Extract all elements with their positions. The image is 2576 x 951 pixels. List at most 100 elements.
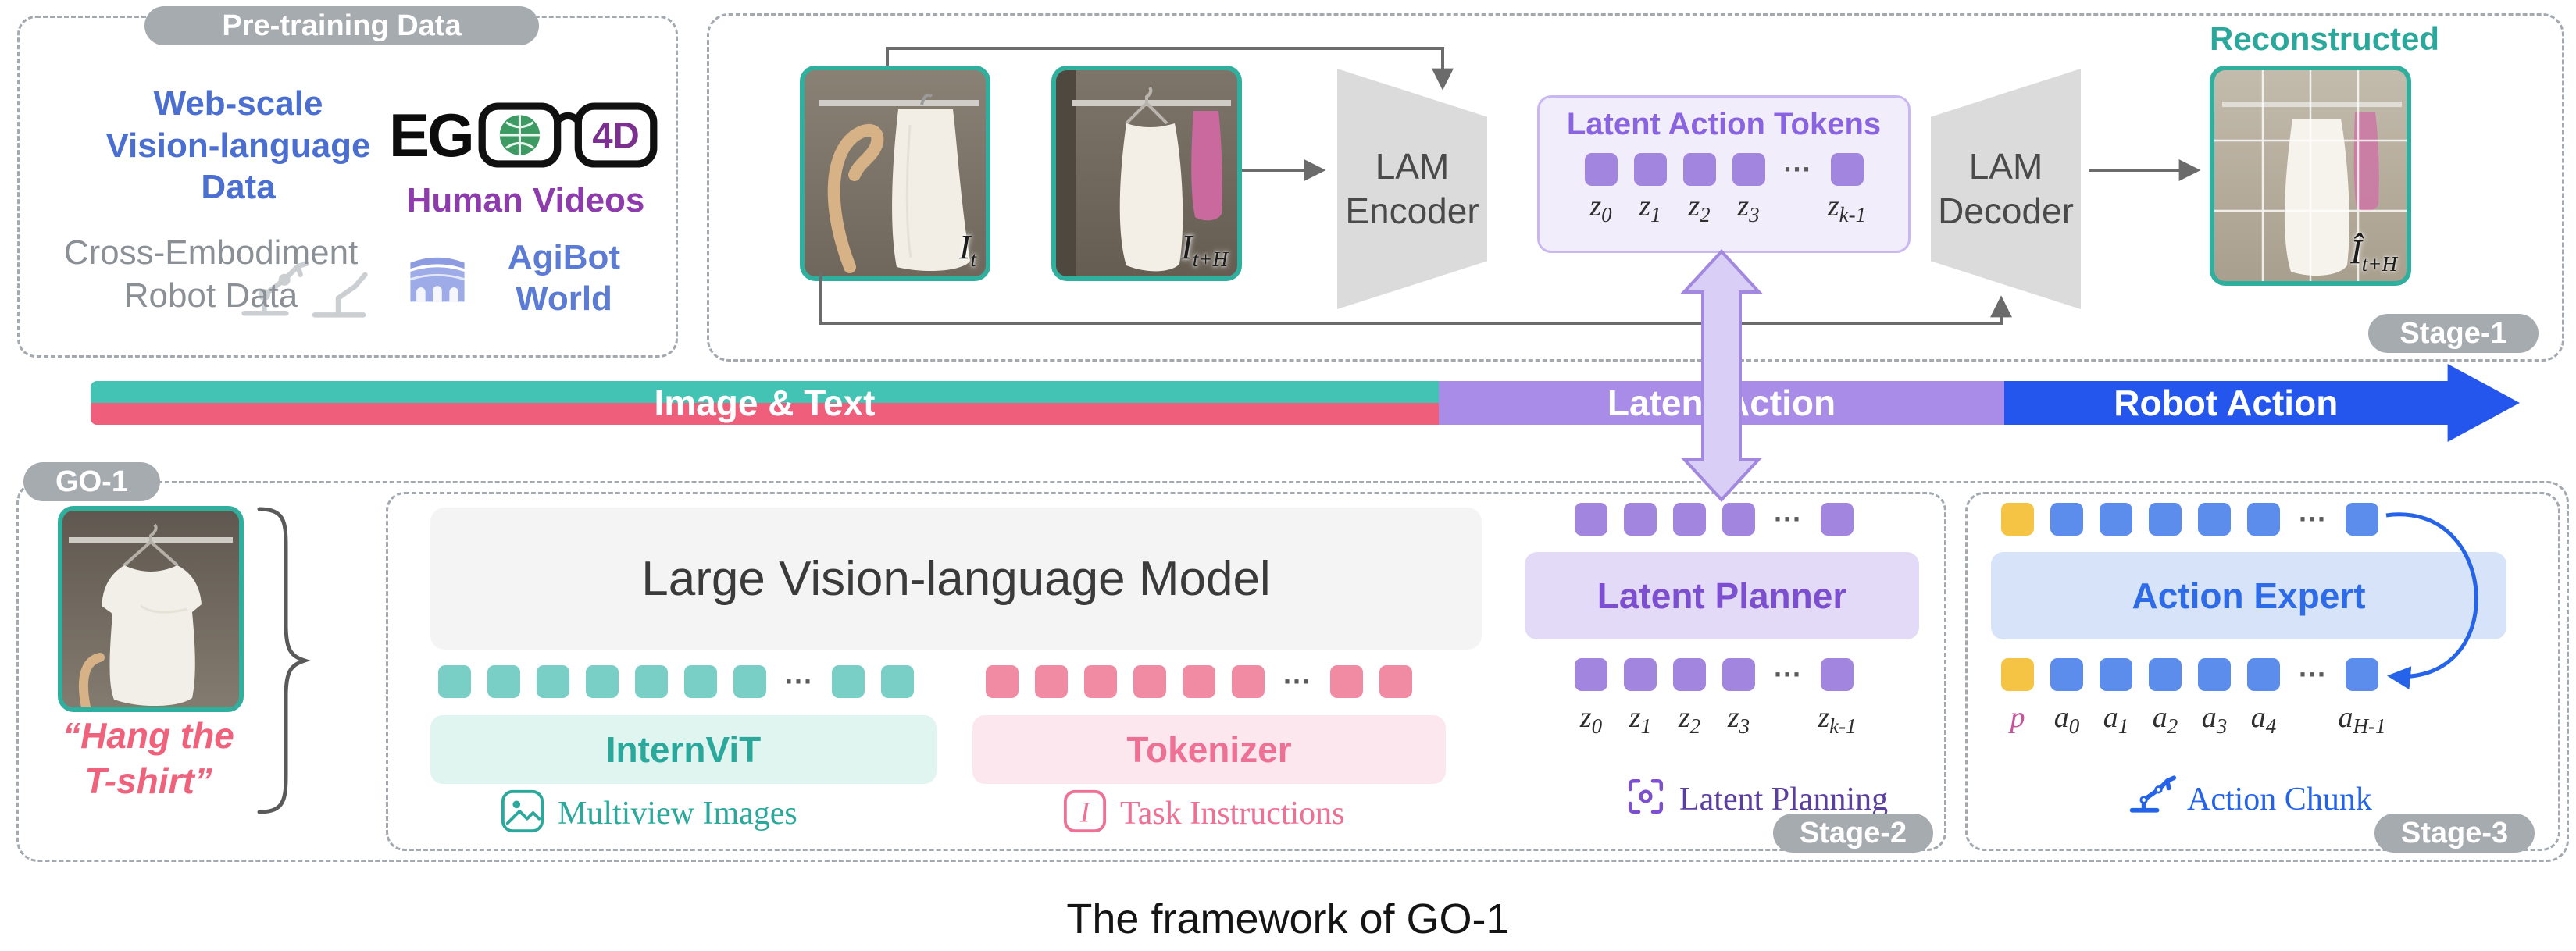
action-token <box>2149 503 2182 536</box>
pretraining-data-title: Pre-training Data <box>222 9 462 42</box>
task-i-glyph: I <box>1079 796 1091 828</box>
stage2-badge-label: Stage-2 <box>1799 816 1907 849</box>
text-token <box>1379 665 1412 698</box>
latent-token <box>1821 658 1854 691</box>
multiview-images-icon <box>501 789 544 833</box>
visual-token <box>635 665 668 698</box>
task-instructions-icon: I <box>1063 789 1107 833</box>
latent-token-row-top: ··· <box>1575 503 1854 536</box>
text-token <box>1035 665 1068 698</box>
action-token <box>2100 658 2132 691</box>
text-token <box>986 665 1019 698</box>
wardrobe-photo-illustration <box>62 511 239 707</box>
go1-box <box>16 481 2569 862</box>
latent-token <box>1624 503 1657 536</box>
latent-token <box>1624 658 1657 691</box>
visual-token-row: ··· <box>438 665 914 698</box>
stage1-badge: Stage-1 <box>2368 314 2539 353</box>
spacer <box>1782 189 1814 223</box>
latent-token <box>1732 153 1765 186</box>
figure-caption: The framework of GO-1 <box>1066 896 1510 942</box>
latent-token <box>1722 503 1755 536</box>
action-chunk-icon <box>2129 775 2177 813</box>
ellipsis: ··· <box>1774 658 1802 690</box>
ego4d-logo: EG 4D <box>389 92 662 178</box>
text-token <box>1084 665 1117 698</box>
human-videos-label: Human Videos <box>406 181 645 219</box>
reconstructed-label: Reconstructed <box>2210 20 2440 57</box>
stage3-badge: Stage-3 <box>2374 814 2535 853</box>
multiview-images-label: Multiview Images <box>558 796 797 832</box>
image-label: Ît+H <box>2350 233 2397 276</box>
latent-token <box>1682 153 1716 186</box>
visual-token <box>684 665 717 698</box>
latent-token <box>1584 153 1618 186</box>
visual-token <box>733 665 766 698</box>
text-token <box>1232 665 1265 698</box>
go1-input-image <box>58 506 244 712</box>
latent-token <box>1830 153 1864 186</box>
latent-token-row: ··· <box>1584 153 1864 186</box>
image-label: It+H <box>1181 228 1228 271</box>
go1-badge: GO-1 <box>23 462 160 501</box>
wardrobe-photo-illustration <box>1056 70 1237 276</box>
ellipsis: ··· <box>1783 153 1812 185</box>
stage2-badge: Stage-2 <box>1773 814 1933 853</box>
action-token <box>2149 658 2182 691</box>
wardrobe-photo-illustration <box>2214 70 2407 281</box>
band-robot-action-label: Robot Action <box>2114 383 2339 423</box>
visual-token <box>586 665 619 698</box>
input-image-t-plus-h: It+H <box>1051 66 1242 281</box>
proprio-token <box>2001 503 2034 536</box>
robot-arms-icon <box>241 261 368 318</box>
action-token-row-bottom: ··· <box>2001 658 2378 691</box>
task-instructions-label: Task Instructions <box>1120 796 1345 832</box>
stage2-box <box>386 492 1946 851</box>
action-chunk-label: Action Chunk <box>2187 782 2372 817</box>
latent-token <box>1722 658 1755 691</box>
task-instruction-text: “Hang the T-shirt” <box>62 715 234 801</box>
input-image-t: It <box>800 66 990 281</box>
action-token <box>2198 503 2231 536</box>
action-token <box>2247 658 2280 691</box>
latent-token <box>1821 503 1854 536</box>
action-token <box>2346 658 2378 691</box>
latent-planning-label: Latent Planning <box>1679 782 1889 817</box>
band-robot-action: Robot Action <box>2004 364 2520 442</box>
tokenizer-box: Tokenizer <box>972 715 1446 784</box>
p-label: p <box>2010 701 2025 734</box>
band-image-text-label: Image & Text <box>654 383 876 423</box>
latent-token <box>1673 503 1706 536</box>
latent-token <box>1575 503 1607 536</box>
band-image-text: Image & Text <box>91 381 1439 425</box>
stage1-badge-label: Stage-1 <box>2399 316 2507 350</box>
action-token <box>2050 503 2083 536</box>
latent-planning-icon <box>1628 778 1664 814</box>
latent-action-tokens-title: Latent Action Tokens <box>1566 107 1882 141</box>
latent-token <box>1673 658 1706 691</box>
action-token <box>2050 658 2083 691</box>
reconstructed-image: Ît+H <box>2210 66 2411 286</box>
stage3-badge-label: Stage-3 <box>2400 816 2509 849</box>
ellipsis: ··· <box>1283 665 1311 697</box>
glasses-icon: 4D <box>478 102 658 168</box>
action-expert-box: Action Expert <box>1991 552 2506 639</box>
web-scale-data-label: Web-scale Vision-language Data <box>105 84 371 207</box>
text-token <box>1133 665 1166 698</box>
action-token <box>2100 503 2132 536</box>
action-token <box>2247 503 2280 536</box>
cross-embodiment-label: Cross-Embodiment Robot Data <box>63 233 359 315</box>
